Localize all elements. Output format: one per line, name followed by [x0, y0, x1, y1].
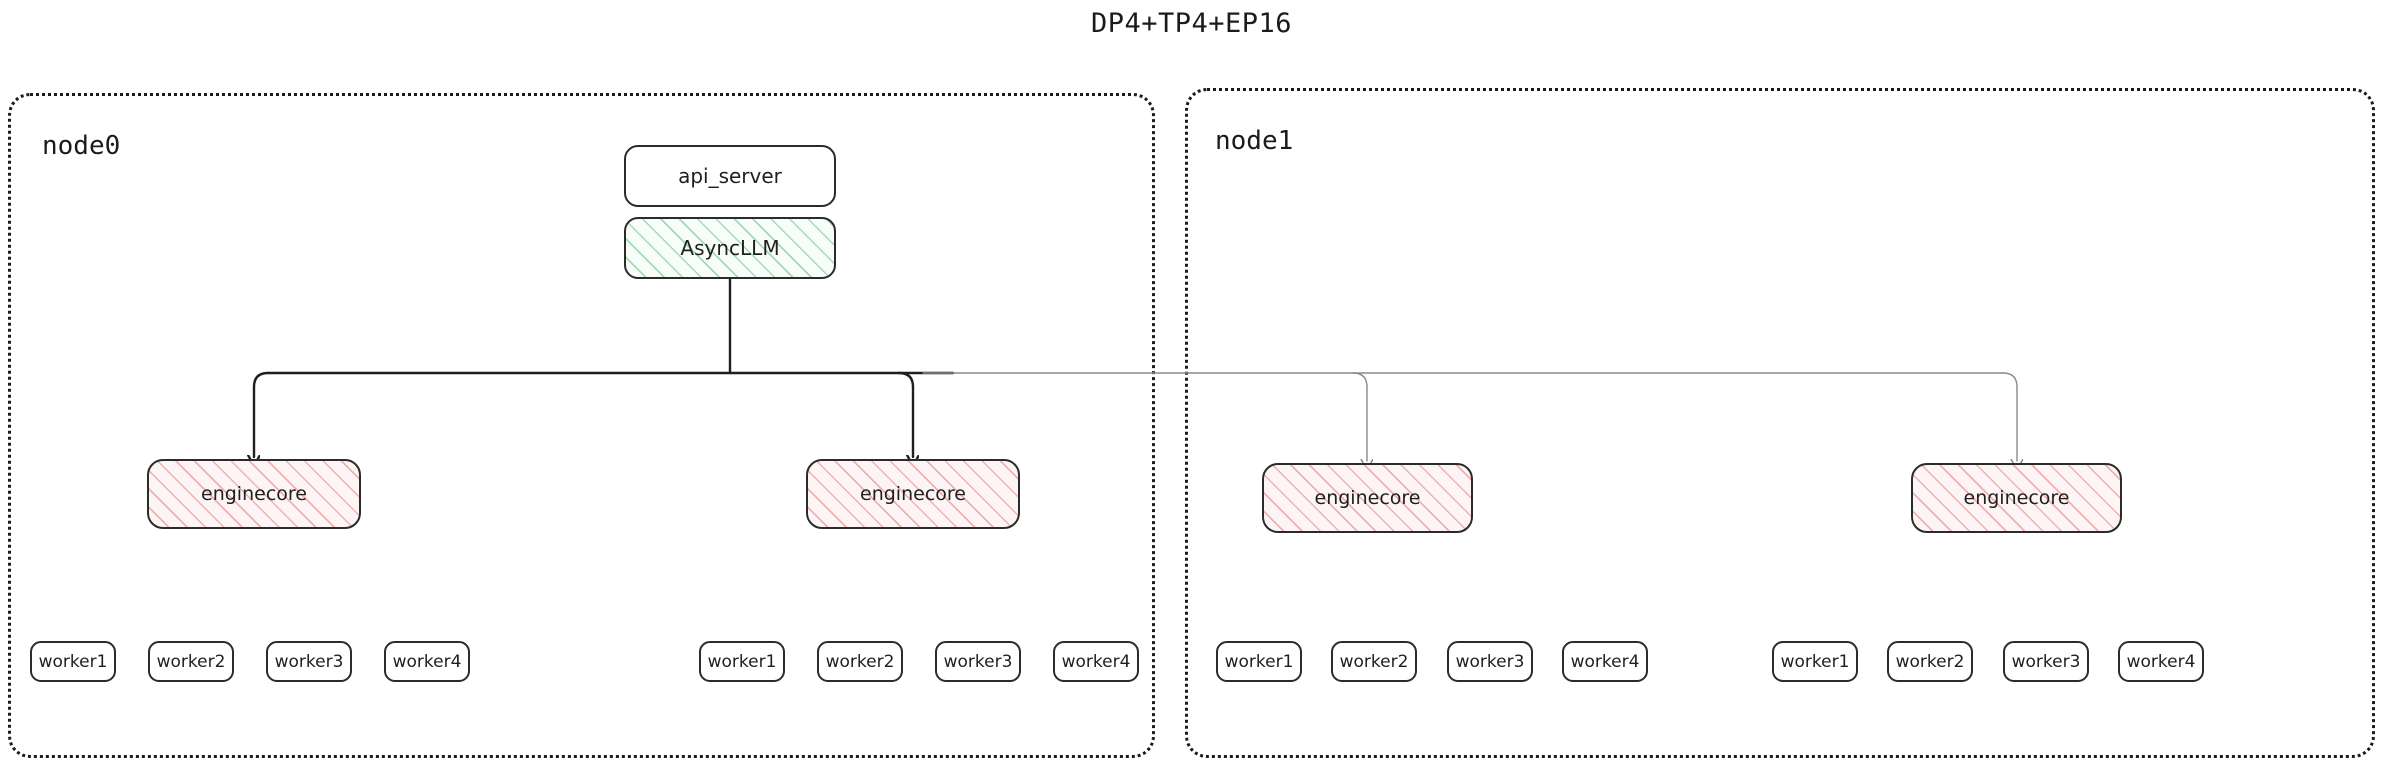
node-container-node0 [8, 93, 1155, 758]
worker-box: worker1 [30, 641, 116, 682]
node-label-node1: node1 [1215, 126, 1294, 156]
worker-box: worker1 [699, 641, 785, 682]
worker-box: worker2 [148, 641, 234, 682]
node-label-node0: node0 [42, 131, 121, 161]
worker-box: worker2 [817, 641, 903, 682]
worker-box: worker3 [266, 641, 352, 682]
worker-box: worker4 [2118, 641, 2204, 682]
api-server: api_server [624, 145, 836, 207]
worker-box: worker1 [1772, 641, 1858, 682]
worker-box: worker2 [1331, 641, 1417, 682]
node-container-node1 [1185, 88, 2375, 758]
worker-box: worker4 [384, 641, 470, 682]
worker-box: worker3 [2003, 641, 2089, 682]
async-llm: AsyncLLM [624, 217, 836, 279]
page-title: DP4+TP4+EP16 [1090, 8, 1293, 39]
enginecore-node0-1: enginecore [806, 459, 1020, 529]
worker-box: worker2 [1887, 641, 1973, 682]
enginecore-node1-0: enginecore [1262, 463, 1473, 533]
worker-box: worker3 [1447, 641, 1533, 682]
enginecore-node0-0: enginecore [147, 459, 361, 529]
worker-box: worker1 [1216, 641, 1302, 682]
worker-box: worker4 [1562, 641, 1648, 682]
enginecore-node1-1: enginecore [1911, 463, 2122, 533]
worker-box: worker4 [1053, 641, 1139, 682]
worker-box: worker3 [935, 641, 1021, 682]
